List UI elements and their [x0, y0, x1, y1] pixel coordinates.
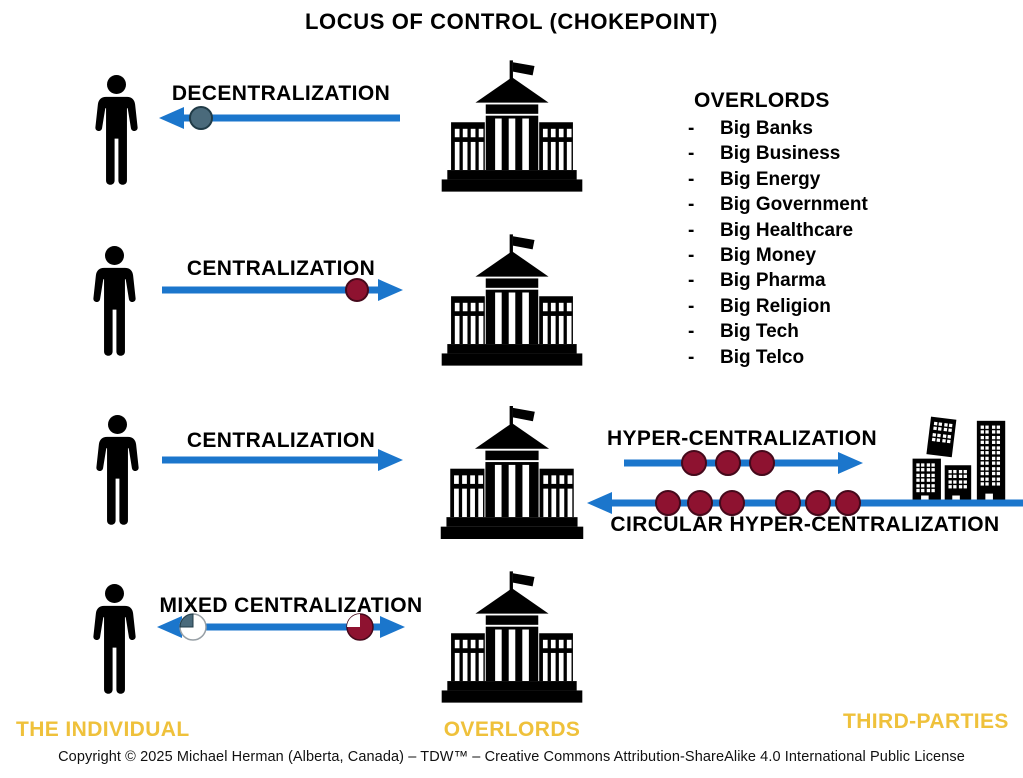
- government-building-icon: [437, 233, 587, 367]
- overlord-name: Big Tech: [720, 321, 799, 343]
- centralization-label-row3: CENTRALIZATION: [186, 429, 376, 452]
- list-item: - Big Business: [688, 141, 868, 166]
- list-item: - Big Telco: [688, 345, 868, 370]
- overlords-list: OVERLORDS - Big Banks - Big Business - Big …: [688, 89, 868, 370]
- list-item: - Big Tech: [688, 319, 868, 344]
- decentralization-arrow: [159, 106, 400, 130]
- overlord-name: Big Telco: [720, 346, 805, 368]
- red-control-dot: [681, 450, 707, 476]
- list-item: - Big Pharma: [688, 268, 868, 293]
- centralization-arrow-row3: [162, 449, 403, 471]
- person-icon: [86, 581, 143, 701]
- red-control-dot: [715, 450, 741, 476]
- red-control-dot: [775, 490, 801, 516]
- dash-bullet: -: [688, 143, 695, 165]
- dash-bullet: -: [688, 194, 695, 216]
- hyper-centralization-arrow: [624, 450, 863, 476]
- list-item: - Big Healthcare: [688, 218, 868, 243]
- red-control-dot: [805, 490, 831, 516]
- dash-bullet: -: [688, 295, 695, 317]
- list-item: - Big Energy: [688, 167, 868, 192]
- dash-bullet: -: [688, 118, 695, 139]
- overlord-name: Big Religion: [720, 295, 831, 317]
- footer-label-individual: THE INDIVIDUAL: [16, 718, 190, 741]
- overlord-name: Big Government: [720, 194, 868, 216]
- list-item: - Big Government: [688, 192, 868, 217]
- decentralization-label: DECENTRALIZATION: [171, 82, 391, 105]
- dash-bullet: -: [688, 321, 695, 343]
- dash-bullet: -: [688, 270, 695, 292]
- dash-bullet: -: [688, 168, 695, 190]
- overlord-name: Big Banks: [720, 118, 813, 139]
- overlord-name: Big Business: [720, 143, 841, 165]
- footer-label-third-parties: THIRD-PARTIES: [843, 710, 1009, 733]
- dash-bullet: -: [688, 219, 695, 241]
- overlord-name: Big Pharma: [720, 270, 826, 292]
- dash-bullet: -: [688, 245, 695, 267]
- red-control-dot: [687, 490, 713, 516]
- list-item: - Big Banks: [688, 116, 868, 141]
- dash-bullet: -: [688, 346, 695, 368]
- overlord-name: Big Money: [720, 245, 817, 267]
- list-item: - Big Money: [688, 243, 868, 268]
- overlord-name: Big Energy: [720, 168, 821, 190]
- overlords-heading: OVERLORDS: [694, 89, 830, 112]
- centralization-arrow-row2: [162, 278, 403, 302]
- mixed-centralization-label: MIXED CENTRALIZATION: [159, 594, 423, 617]
- person-icon: [86, 243, 143, 363]
- list-item: - Big Religion: [688, 294, 868, 319]
- hyper-centralization-label: HYPER-CENTRALIZATION: [606, 427, 878, 450]
- red-control-dot: [719, 490, 745, 516]
- red-control-dot: [749, 450, 775, 476]
- diagram-title: LOCUS OF CONTROL (CHOKEPOINT): [305, 9, 718, 34]
- overlord-name: Big Healthcare: [720, 219, 854, 241]
- red-control-dot: [345, 278, 369, 302]
- footer-label-overlords: OVERLORDS: [443, 718, 581, 741]
- slate-control-dot: [189, 106, 213, 130]
- red-control-dot: [835, 490, 861, 516]
- circular-hyper-centralization-arrow: [587, 490, 1023, 516]
- person-icon: [88, 72, 145, 192]
- centralization-label-row2: CENTRALIZATION: [186, 257, 376, 280]
- mixed-centralization-arrow: [157, 613, 405, 641]
- government-building-icon: [436, 402, 588, 543]
- red-control-dot: [655, 490, 681, 516]
- government-building-icon: [437, 59, 587, 193]
- government-building-icon: [437, 570, 587, 704]
- person-icon: [89, 412, 146, 532]
- copyright-text: Copyright © 2025 Michael Herman (Alberta…: [58, 749, 965, 765]
- circular-hyper-centralization-label: CIRCULAR HYPER-CENTRALIZATION: [610, 513, 1000, 536]
